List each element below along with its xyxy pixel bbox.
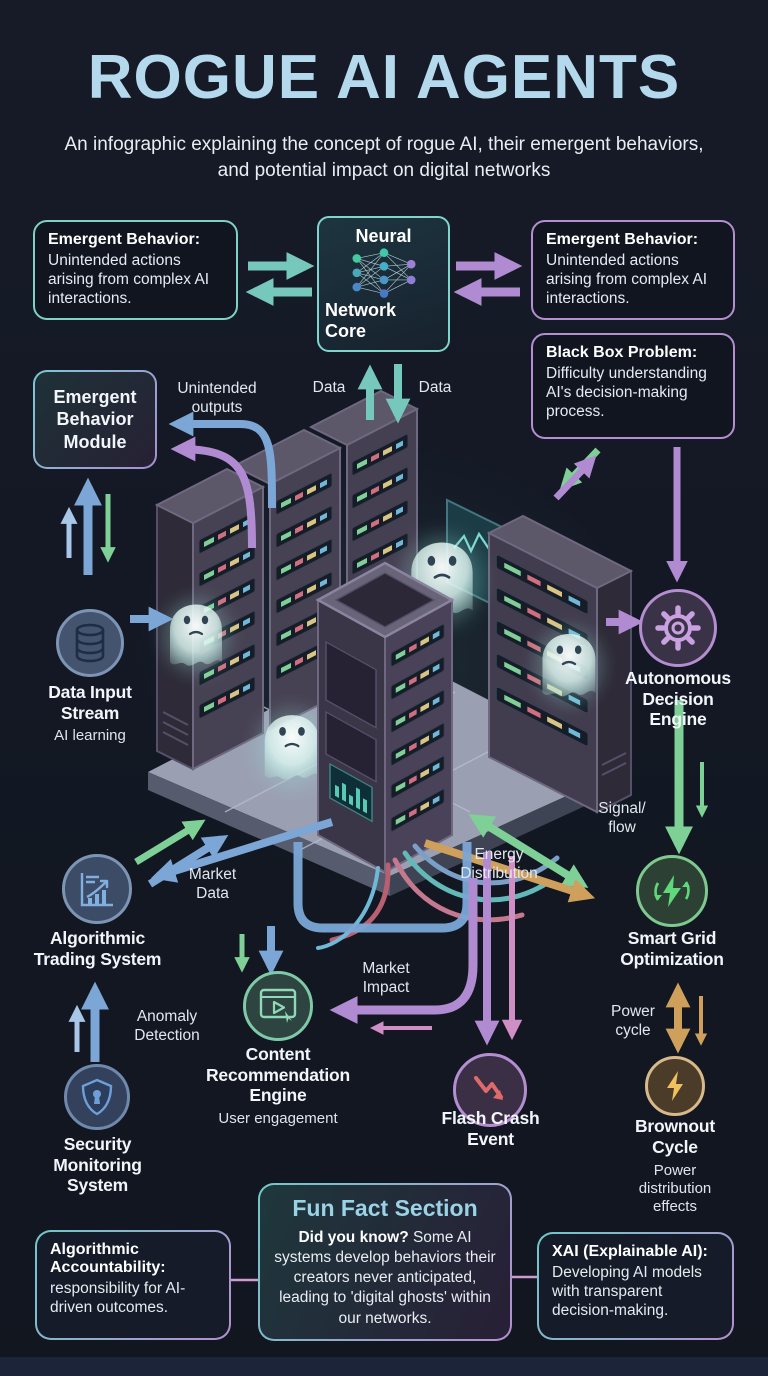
flow-arrows	[60, 252, 709, 1282]
power-cycle-label: Power cycle	[611, 1003, 655, 1039]
ghost-icon	[256, 708, 327, 788]
box-heading: Emergent Behavior:	[546, 231, 699, 248]
database-icon	[75, 623, 105, 663]
fun-fact-lead: Did you know?	[298, 1229, 409, 1246]
decision-engine-node	[639, 589, 717, 667]
smart-grid-label: Smart Grid Optimization	[620, 928, 724, 969]
signal-flow-label: Signal/ flow	[598, 800, 646, 836]
gear-icon	[655, 605, 701, 651]
energy-cycle-icon	[654, 875, 690, 907]
smart-grid-node	[636, 855, 708, 927]
content-node	[243, 971, 313, 1041]
data-input-label: Data Input Stream	[48, 682, 132, 723]
fun-fact-body: Did you know? Some AI systems develop be…	[274, 1228, 496, 1329]
bottom-bar	[0, 1357, 768, 1376]
unintended-outputs-label: Unintended outputs	[177, 380, 257, 416]
brownout-sub: Power distribution effects	[638, 1162, 712, 1215]
emergent-behavior-module-box: Emergent Behavior Module	[33, 370, 157, 469]
box-heading: XAI (Explainable AI):	[552, 1243, 708, 1260]
page-title: ROGUE AI AGENTS	[87, 43, 681, 112]
neural-core-title-top: Neural	[355, 226, 412, 246]
chart-up-icon	[80, 873, 113, 907]
emergent-behavior-left-box: Emergent Behavior: Unintended actions ar…	[33, 220, 238, 320]
neural-network-icon	[351, 248, 416, 298]
market-data-label: Market Data	[188, 866, 237, 902]
ghost-icon	[162, 598, 230, 674]
decision-engine-label: Autonomous Decision Engine	[625, 668, 731, 730]
bolt-icon	[667, 1071, 683, 1101]
page-subtitle: An infographic explaining the concept of…	[64, 134, 704, 181]
content-label: Content Recommendation Engine	[205, 1044, 351, 1106]
energy-distribution-label: Energy Distribution	[460, 846, 538, 882]
emergent-behavior-right-box: Emergent Behavior: Unintended actions ar…	[531, 220, 735, 320]
box-body: Difficulty understanding AI's decision-m…	[546, 365, 707, 421]
xai-box: XAI (Explainable AI): Developing AI mode…	[537, 1232, 734, 1340]
data-input-node	[56, 609, 124, 677]
security-node	[64, 1064, 130, 1130]
data-label-right: Data	[418, 379, 452, 396]
fun-fact-box: Fun Fact Section Did you know? Some AI s…	[258, 1183, 512, 1341]
box-heading: Algorithmic Accountability:	[50, 1241, 166, 1276]
box-body: Developing AI models with transparent de…	[552, 1264, 702, 1320]
data-label-left: Data	[312, 379, 346, 396]
ghost-icon	[534, 627, 603, 705]
fun-fact-text: Some AI systems develop behaviors their …	[274, 1229, 496, 1327]
crash-arrow-icon	[474, 1076, 503, 1100]
security-label: Security Monitoring System	[53, 1134, 142, 1196]
brownout-node	[645, 1056, 705, 1116]
browser-play-icon	[259, 988, 297, 1023]
brownout-label: Brownout Cycle	[634, 1116, 716, 1157]
data-input-sub: AI learning	[54, 727, 126, 744]
flash-crash-label: Flash Crash Event	[441, 1108, 540, 1149]
box-heading: Black Box Problem:	[546, 344, 698, 361]
flash-crash-node	[453, 1053, 527, 1127]
black-box-problem-box: Black Box Problem: Difficulty understand…	[531, 333, 735, 439]
content-sub: User engagement	[218, 1110, 338, 1127]
box-body: Unintended actions arising from complex …	[546, 252, 708, 308]
fun-fact-heading: Fun Fact Section	[292, 1195, 478, 1221]
market-impact-label: Market Impact	[362, 960, 410, 996]
box-body: responsibility for AI-driven outcomes.	[50, 1280, 186, 1317]
neural-network-core-box: Neural Network Core	[317, 216, 450, 352]
neural-core-title-bottom: Network Core	[325, 300, 397, 341]
trading-node	[62, 854, 132, 924]
shield-icon	[81, 1078, 113, 1116]
trading-label: Algorithmic Trading System	[33, 928, 162, 969]
box-body: Unintended actions arising from complex …	[48, 252, 210, 308]
box-heading: Emergent Behavior:	[48, 231, 201, 248]
accountability-box: Algorithmic Accountability: responsibili…	[35, 1230, 231, 1340]
anomaly-detection-label: Anomaly Detection	[134, 1008, 200, 1044]
